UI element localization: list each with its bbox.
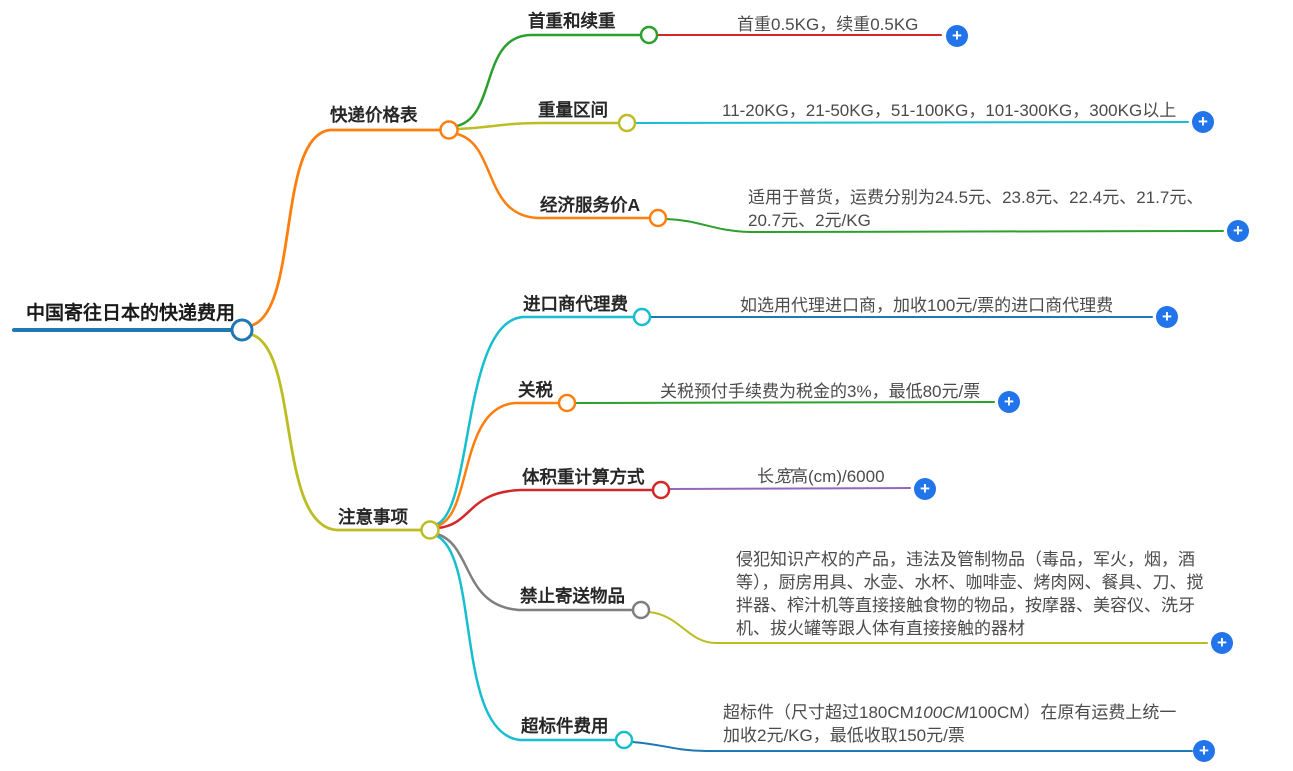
leaf-import-agent-fee-value: 如选用代理进口商，加收100元/票的进口商代理费 — [740, 296, 1114, 315]
expand-button-economy-price[interactable]: + — [1227, 220, 1249, 242]
expand-button-first-weight[interactable]: + — [946, 25, 968, 47]
price-table-toggle[interactable] — [439, 120, 459, 140]
node-label-volume-weight: 体积重计算方式 — [522, 467, 645, 487]
edge-volume-weight — [436, 488, 654, 530]
expand-button-weight-range[interactable]: + — [1192, 111, 1214, 133]
leaf-oversize-fee-value: 超标件（尺寸超过180CM100CM100CM）在原有运费上统一加收2元/KG，… — [723, 701, 1181, 747]
leaf-economy-price-value: 适用于普货，运费分别为24.5元、23.8元、22.4元、21.7元、20.7元… — [748, 188, 1204, 230]
node-label-import-agent-fee: 进口商代理费 — [523, 294, 628, 314]
edge-notices — [248, 332, 423, 532]
expand-button-volume-weight[interactable]: + — [914, 478, 936, 500]
node-label-economy-price: 经济服务价A — [540, 195, 641, 215]
leaf-first-weight-value: 首重0.5KG，续重0.5KG — [737, 15, 919, 34]
expand-button-oversize-fee[interactable]: + — [1193, 740, 1215, 762]
volume-weight-toggle[interactable] — [651, 480, 671, 500]
tariff-toggle[interactable] — [557, 393, 577, 413]
edge-tariff-value — [574, 401, 995, 404]
root-node-toggle[interactable] — [230, 318, 254, 342]
edge-economy-price — [455, 132, 651, 220]
import-agent-fee-toggle[interactable] — [632, 307, 652, 327]
leaf-weight-range-value: 11-20KG，21-50KG，51-100KG，101-300KG，300KG… — [722, 101, 1177, 120]
edge-import-agent-fee — [435, 315, 635, 526]
leaf-volume-weight-value: 长宽高(cm)/6000 — [757, 465, 885, 488]
leaf-volume-weight-italic: 宽 — [774, 467, 791, 486]
first-weight-toggle[interactable] — [639, 25, 659, 45]
leaf-prohibited-items-value: 侵犯知识产权的产品，违法及管制物品（毒品，军火，烟，酒等），厨房用具、水壶、水杯… — [736, 550, 1204, 638]
leaf-oversize-fee-prefix: 超标件（尺寸超过180CM — [723, 703, 914, 722]
expand-button-tariff[interactable]: + — [998, 391, 1020, 413]
node-label-tariff: 关税 — [518, 380, 553, 400]
oversize-fee-toggle[interactable] — [614, 730, 634, 750]
leaf-volume-weight-suffix: 高(cm)/6000 — [791, 467, 885, 486]
edge-economy-price-value — [665, 218, 1224, 234]
leaf-tariff-value: 关税预付手续费为税金的3%，最低80元/票 — [660, 382, 981, 401]
expand-button-import-agent-fee[interactable]: + — [1156, 306, 1178, 328]
edge-oversize-fee-value — [631, 741, 1193, 752]
prohibited-items-toggle[interactable] — [631, 600, 651, 620]
notices-toggle[interactable] — [420, 520, 440, 540]
node-label-prohibited-items: 禁止寄送物品 — [520, 586, 625, 606]
edge-prohibited-items-value — [648, 611, 1208, 644]
leaf-oversize-fee-suffix: 100CM）在原有运费上统一加收2元/KG，最低收取150元/票 — [723, 703, 1177, 745]
node-label-weight-range: 重量区间 — [538, 100, 608, 120]
root-node-label: 中国寄往日本的快递费用 — [26, 303, 236, 324]
node-label-first-weight: 首重和续重 — [528, 11, 616, 31]
edge-weight-range-value — [634, 121, 1189, 124]
node-label-price-table: 快递价格表 — [330, 105, 418, 125]
edge-price-table — [248, 128, 442, 328]
edge-volume-weight-value — [668, 487, 911, 490]
leaf-volume-weight-prefix: 长 — [757, 467, 774, 486]
node-label-notices: 注意事项 — [338, 507, 408, 527]
node-label-oversize-fee: 超标件费用 — [521, 716, 609, 736]
leaf-oversize-fee-italic: 100CM — [913, 703, 969, 722]
edge-weight-range — [456, 121, 620, 131]
edge-tariff — [435, 401, 560, 528]
edge-prohibited-items — [435, 532, 634, 612]
edge-first-weight — [455, 33, 642, 128]
weight-range-toggle[interactable] — [617, 113, 637, 133]
edge-oversize-fee — [435, 534, 617, 742]
economy-price-toggle[interactable] — [648, 208, 668, 228]
expand-button-prohibited-items[interactable]: + — [1211, 632, 1233, 654]
